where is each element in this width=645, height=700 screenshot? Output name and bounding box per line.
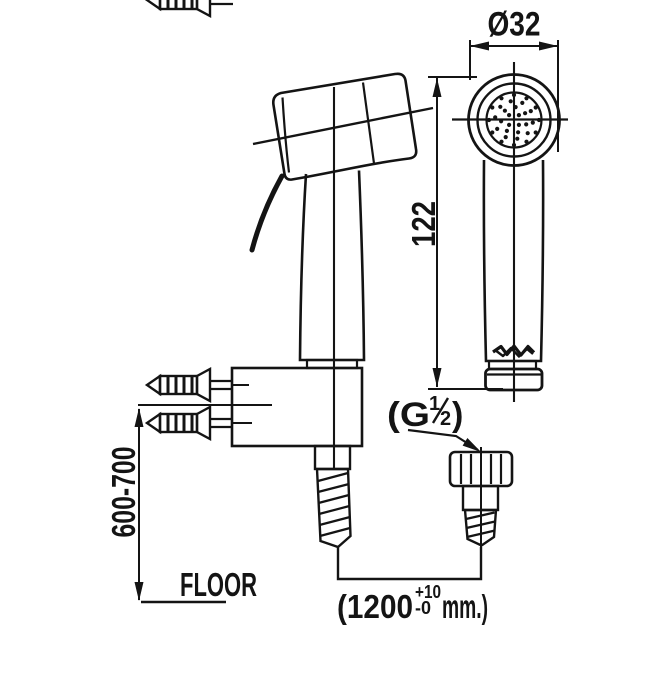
- thread-scribble: [492, 344, 536, 357]
- thread-scribble-2: [494, 346, 534, 358]
- nozzle-dot: [508, 99, 513, 104]
- front-handle-nut: [484, 367, 544, 392]
- front-view-sprayer: [452, 62, 568, 402]
- hose-length-path: [336, 547, 483, 581]
- trigger-lever: [249, 173, 285, 253]
- hose-spiral-left-ridges: [317, 471, 351, 538]
- dimension-height: [134, 408, 226, 604]
- nozzle-dot: [507, 122, 512, 127]
- hose-top-connector: [313, 444, 352, 471]
- arrow-down-icon: [432, 368, 442, 387]
- bracket-body: [230, 366, 364, 448]
- nozzle-dot: [520, 100, 525, 105]
- nozzle-dot: [493, 115, 498, 120]
- nozzle-dot: [486, 117, 492, 123]
- spray-face-inner-ring: [485, 91, 543, 149]
- hose-spiral-right-outline: [463, 508, 498, 547]
- side-view-sprayer: [249, 72, 434, 470]
- nozzle-dot: [511, 142, 517, 148]
- dimension-diameter: [469, 40, 559, 152]
- shower-hose: [313, 444, 514, 581]
- nozzle-dot: [513, 105, 518, 110]
- length-extension-lines: [428, 76, 503, 390]
- nozzle-dot: [504, 128, 509, 133]
- nozzle-dot: [516, 130, 521, 135]
- wall-anchor: [144, 0, 233, 19]
- arrow-left-icon: [470, 41, 489, 51]
- wall-anchor-bottom: [145, 405, 235, 441]
- hose-tolerance-minus: -0: [415, 598, 431, 618]
- nozzle-dot: [524, 122, 529, 127]
- nozzle-dot: [525, 131, 530, 136]
- nozzle-dot: [523, 111, 528, 116]
- length-dimension-label: 122: [405, 201, 442, 247]
- height-dimension-label: 600-700: [105, 447, 142, 538]
- nozzle-dot: [516, 122, 522, 127]
- spray-face-outer-ring: [467, 73, 561, 167]
- thread-size-label: (G: [387, 396, 430, 434]
- spray-nozzle-dots: [486, 92, 542, 148]
- nozzle-dot: [511, 92, 517, 98]
- hose-tolerance-plus: +10: [415, 582, 441, 602]
- nozzle-dot: [528, 109, 533, 114]
- thread-callout: [407, 397, 481, 452]
- wall-bracket: [138, 0, 364, 448]
- screw-axis-lines: [233, 384, 252, 424]
- spray-head-seam: [361, 82, 376, 164]
- nozzle-dot: [498, 104, 503, 109]
- arrow-leader-icon: [462, 438, 481, 452]
- nozzle-dot: [524, 139, 529, 144]
- thread-label-close: ): [452, 396, 463, 434]
- nozzle-dot: [495, 126, 500, 131]
- nozzle-dot: [515, 136, 520, 141]
- arrow-right-icon: [539, 41, 558, 51]
- nozzle-dot: [503, 135, 508, 140]
- hose-length-label: (1200: [337, 588, 413, 625]
- spray-face-mid-ring: [476, 82, 552, 158]
- arrow-down-icon: [134, 582, 144, 601]
- spray-head-axis-line: [252, 106, 434, 146]
- thread-fraction-slash: [431, 397, 450, 424]
- arrow-up-icon: [432, 78, 442, 97]
- nozzle-dot: [530, 120, 535, 125]
- hose-nut-facets: [459, 454, 503, 484]
- nozzle-dot: [490, 105, 495, 110]
- nozzle-dot: [490, 130, 495, 135]
- nozzle-dot: [507, 113, 512, 118]
- nozzle-dot: [533, 130, 538, 135]
- dimension-length: [428, 76, 503, 390]
- hose-spiral-right-ridges: [465, 511, 496, 539]
- thread-denominator: 2: [440, 408, 451, 430]
- nozzle-dot: [502, 108, 507, 113]
- diameter-label: Ø32: [488, 6, 541, 44]
- nozzle-dot: [499, 139, 504, 144]
- nozzle-dot: [499, 96, 504, 101]
- nozzle-dot: [533, 105, 538, 110]
- arrow-up-icon: [134, 408, 144, 427]
- wall-anchor-top: [145, 367, 235, 403]
- nozzle-dot: [499, 119, 504, 124]
- nozzle-dot: [524, 96, 529, 101]
- thread-numerator: 1: [429, 393, 440, 415]
- handle-outline: [298, 170, 366, 362]
- hose-length-unit: mm.): [442, 588, 488, 625]
- nozzle-dot: [536, 117, 542, 123]
- nozzle-dot: [516, 113, 522, 118]
- hose-spiral-left-outline: [315, 467, 352, 549]
- floor-label: FLOOR: [180, 566, 257, 603]
